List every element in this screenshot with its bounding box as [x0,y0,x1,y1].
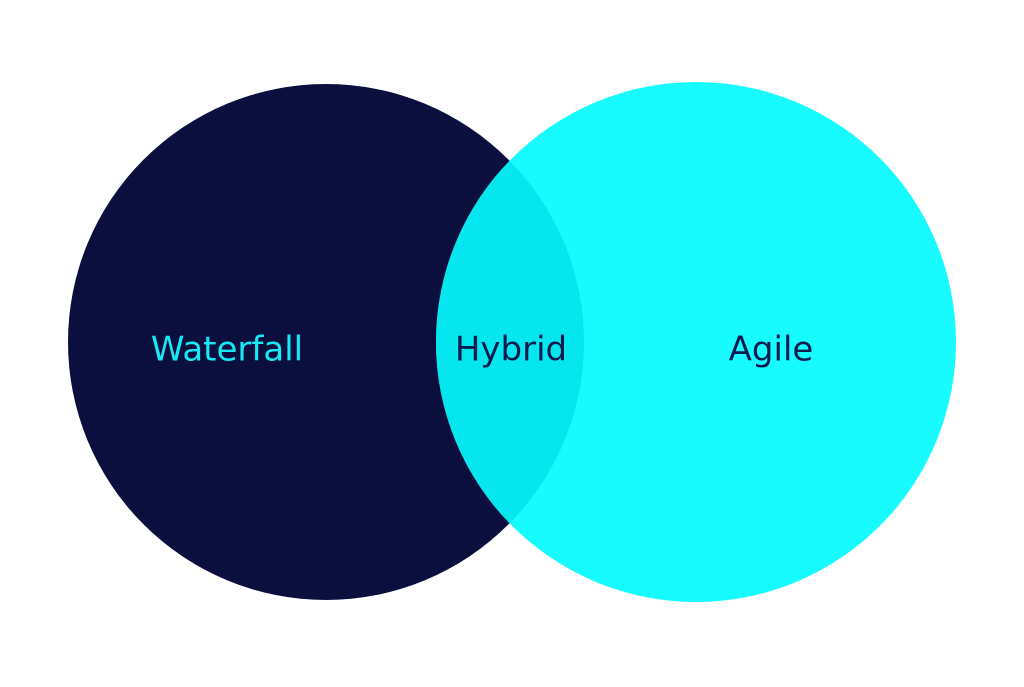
agile-label: Agile [729,330,814,370]
hybrid-label: Hybrid [455,330,567,370]
waterfall-label: Waterfall [151,330,303,370]
waterfall-circle [68,84,584,600]
agile-circle [436,82,956,602]
